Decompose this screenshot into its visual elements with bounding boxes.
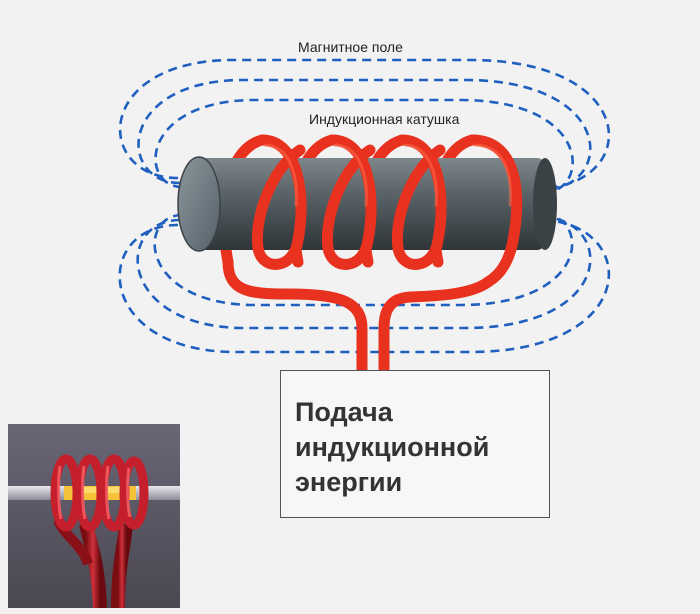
power-supply-box: Подача индукционной энергии xyxy=(280,370,550,518)
induction-coil-photo xyxy=(8,424,180,608)
induction-coil-photo-illustration xyxy=(8,424,180,608)
coil-lead-left xyxy=(228,262,362,372)
power-supply-line-2: индукционной xyxy=(295,430,545,465)
rod-left-end xyxy=(178,157,220,251)
power-supply-label: Подача индукционной энергии xyxy=(295,395,545,500)
rod-right-end xyxy=(533,158,557,250)
magnetic-field-label: Магнитное поле xyxy=(298,39,403,55)
power-supply-line-3: энергии xyxy=(295,465,545,500)
coil-leads xyxy=(228,262,488,372)
power-supply-line-1: Подача xyxy=(295,395,545,430)
induction-coil-label: Индукционная катушка xyxy=(309,111,460,127)
